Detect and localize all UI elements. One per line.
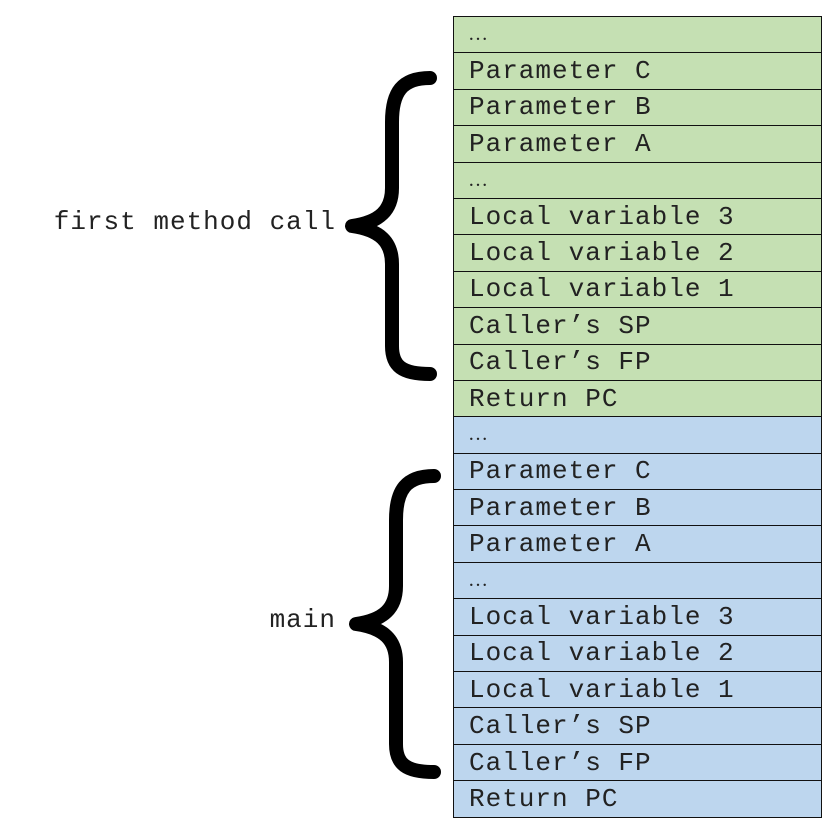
- stack-cell-main-local-variable-1: Local variable 1: [453, 672, 822, 709]
- stack-cell-first-method-call-ellipsis: …: [453, 162, 822, 199]
- frame-label-first-method-call: first method call: [53, 207, 336, 237]
- stack-cell-first-method-call-parameter-c: Parameter C: [453, 53, 822, 90]
- stack-cell-main-parameter-c: Parameter C: [453, 453, 822, 491]
- stack-cell-main-local-variable-2: Local variable 2: [453, 635, 822, 673]
- stack-cell-main-ellipsis: …: [453, 562, 822, 600]
- stack-cell-main-local-variable-3: Local variable 3: [453, 599, 822, 636]
- stack-cell-main-ellipsis: …: [453, 417, 822, 454]
- stack-cell-first-method-call-parameter-b: Parameter B: [453, 89, 822, 127]
- left-brace-main: [349, 469, 441, 779]
- stack-cell-main-callers-fp: Caller’s FP: [453, 744, 822, 782]
- stack-cell-first-method-call-local-variable-3: Local variable 3: [453, 198, 822, 236]
- stack-cell-main-return-pc: Return PC: [453, 781, 822, 818]
- stack-cell-first-method-call-local-variable-1: Local variable 1: [453, 271, 822, 309]
- left-brace-first-method-call: [345, 71, 437, 381]
- stack-cell-first-method-call-local-variable-2: Local variable 2: [453, 235, 822, 272]
- stack-cell-first-method-call-callers-sp: Caller’s SP: [453, 308, 822, 345]
- frame-label-main: main: [269, 605, 336, 635]
- stack-cell-first-method-call-ellipsis: …: [453, 17, 822, 54]
- stack-cell-main-parameter-b: Parameter B: [453, 490, 822, 527]
- stack-cell-main-parameter-a: Parameter A: [453, 526, 822, 563]
- stack-cell-main-callers-sp: Caller’s SP: [453, 708, 822, 745]
- stack-cell-first-method-call-return-pc: Return PC: [453, 380, 822, 418]
- stack-cell-first-method-call-parameter-a: Parameter A: [453, 126, 822, 163]
- stack-cell-first-method-call-callers-fp: Caller’s FP: [453, 344, 822, 381]
